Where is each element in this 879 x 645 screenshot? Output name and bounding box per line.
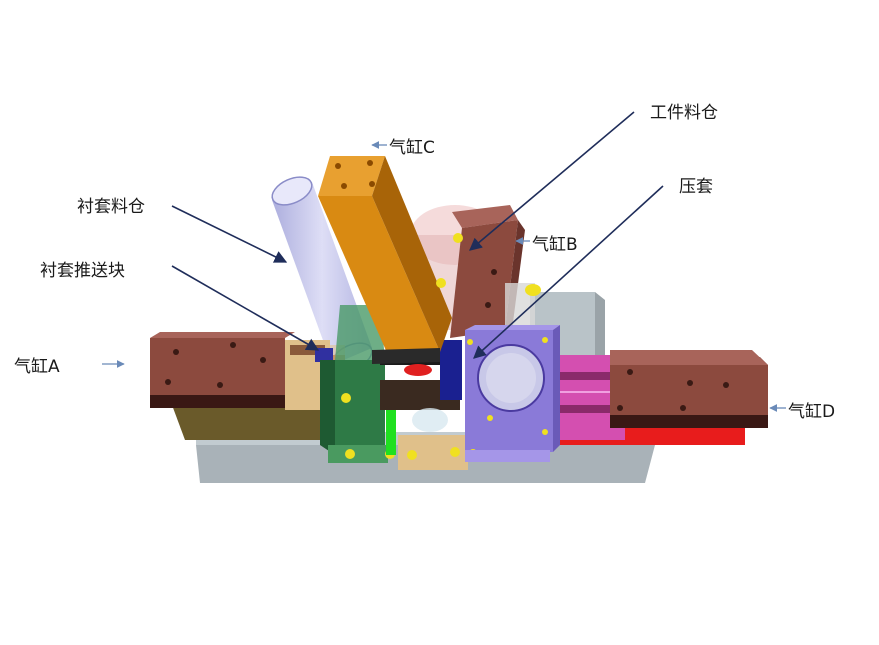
leader-lines [171, 111, 664, 359]
label-bushing-bin: 衬套料仓 [77, 197, 145, 217]
cylinder-d [610, 350, 768, 428]
press-sleeve-block [465, 325, 560, 462]
label-workpiece-bin: 工件料仓 [650, 103, 718, 123]
tan-block [398, 435, 468, 470]
label-cylinder-a: 气缸A [14, 357, 60, 377]
slide-block [320, 305, 396, 463]
leader-bushing-bin [171, 205, 288, 263]
label-cylinder-c: 气缸C [389, 138, 435, 158]
leader-bushing-pusher [171, 265, 320, 351]
leader-workpiece-bin [469, 111, 635, 251]
label-press-sleeve: 压套 [679, 177, 713, 197]
label-bushing-pusher: 衬套推送块 [40, 261, 125, 281]
label-cylinder-d: 气缸D [788, 402, 836, 422]
cylinder-b [450, 205, 541, 338]
small-arrows [102, 141, 786, 412]
label-cylinder-b: 气缸B [532, 235, 578, 255]
cylinder-c [318, 156, 463, 364]
leader-press-sleeve [473, 185, 664, 359]
